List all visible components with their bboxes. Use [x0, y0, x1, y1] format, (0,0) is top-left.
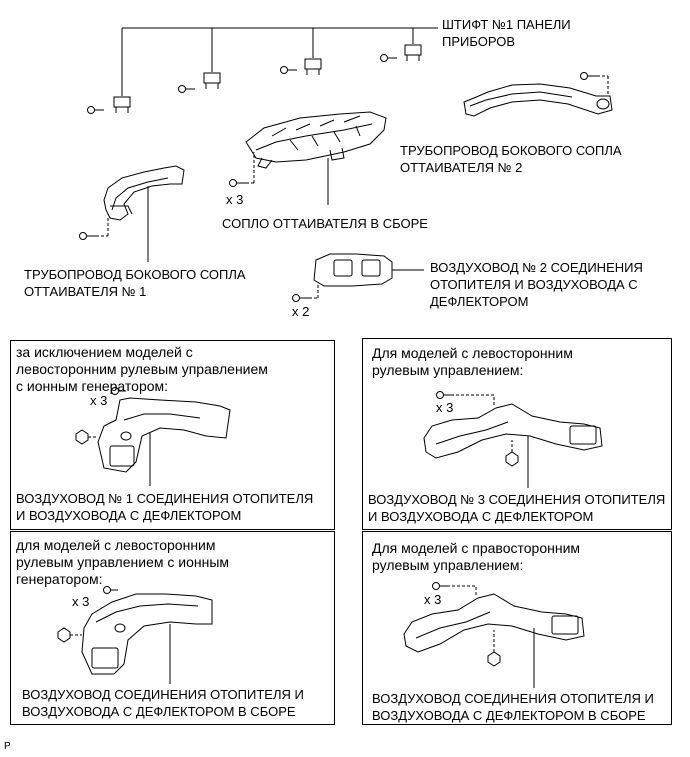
box-br-fasteners	[432, 582, 501, 667]
variant-box-bottom-left-count: x 3	[72, 594, 90, 609]
defroster-nozzle-drawing	[245, 111, 387, 169]
variant-box-bottom-right-title: Для моделей с правосторонним рулевым упр…	[372, 540, 581, 573]
pin-leader-lines	[121, 27, 438, 96]
variant-box-top-left-count: x 3	[90, 393, 108, 408]
duct-2-screw-count: x 2	[292, 304, 310, 319]
variant-box-bottom-right-caption: ВОЗДУХОВОД СОЕДИНЕНИЯ ОТОПИТЕЛЯ И ВОЗДУХ…	[372, 691, 654, 723]
nozzle-label: СОПЛО ОТТАИВАТЕЛЯ В СБОРЕ	[222, 216, 428, 231]
variant-box-top-right	[362, 338, 672, 530]
corner-mark: P	[4, 741, 11, 752]
duct-2-label: ВОЗДУХОВОД № 2 СОЕДИНЕНИЯ ОТОПИТЕЛЯ И ВО…	[430, 260, 643, 309]
duct-assy-rhd-drawing	[403, 593, 585, 653]
pin-clip-icon	[113, 44, 422, 113]
duct-1-drawing	[97, 397, 231, 473]
variant-box-top-left-caption: ВОЗДУХОВОД № 1 СОЕДИНЕНИЯ ОТОПИТЕЛЯ И ВО…	[16, 491, 314, 523]
variant-box-top-right-caption: ВОЗДУХОВОД № 3 СОЕДИНЕНИЯ ОТОПИТЕЛЯ И ВО…	[368, 492, 666, 524]
pin-label: ШТИФТ №1 ПАНЕЛИ ПРИБОРОВ	[442, 17, 571, 49]
box-bl-fasteners	[57, 586, 118, 643]
duct-2-drawing	[313, 253, 424, 287]
variant-box-bottom-left-caption: ВОЗДУХОВОД СОЕДИНЕНИЯ ОТОПИТЕЛЯ И ВОЗДУХ…	[22, 687, 304, 719]
variant-box-top-right-count: x 3	[436, 400, 454, 415]
variant-box-top-right-title: Для моделей с левосторонним рулевым упра…	[372, 345, 573, 378]
duct-assy-lhd-ion-drawing	[81, 593, 213, 675]
variant-box-top-left-title: за исключением моделей с левосторонним р…	[16, 344, 268, 394]
box-tl-fasteners	[75, 387, 126, 445]
screw-icon	[79, 54, 597, 302]
side-duct-2-label: ТРУБОПРОВОД БОКОВОГО СОПЛА ОТТАИВАТЕЛЯ №…	[400, 143, 622, 175]
screw-dashed-lines	[96, 75, 609, 299]
variant-box-bottom-left	[10, 531, 335, 725]
variant-box-bottom-right-count: x 3	[424, 592, 442, 607]
variant-box-bottom-right	[362, 531, 672, 725]
box-tr-fasteners	[436, 391, 519, 467]
nozzle-screw-count: x 3	[226, 192, 244, 207]
side-duct-1-drawing	[103, 165, 185, 221]
side-duct-2-drawing	[463, 83, 613, 117]
duct-3-drawing	[423, 403, 603, 459]
side-duct-1-label: ТРУБОПРОВОД БОКОВОГО СОПЛА ОТТАИВАТЕЛЯ №…	[24, 267, 246, 299]
variant-box-bottom-left-title: для моделей с левосторонним рулевым упра…	[16, 537, 230, 587]
variant-box-top-left	[10, 340, 335, 530]
